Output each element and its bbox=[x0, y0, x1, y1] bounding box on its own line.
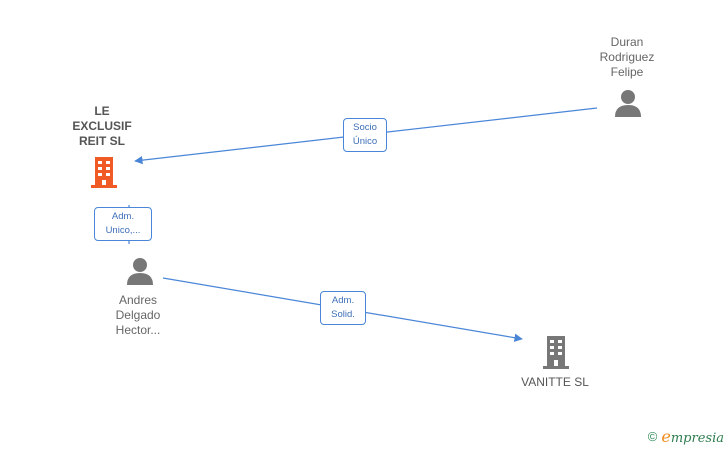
building-icon-le-exclusif[interactable] bbox=[88, 155, 120, 194]
brand-logo: empresia bbox=[661, 427, 724, 446]
company-label-vanitte: VANITTE SL bbox=[521, 375, 589, 389]
person-icon-andres[interactable] bbox=[125, 256, 155, 291]
relation-label-adm-unico[interactable]: Adm. Unico,... bbox=[94, 207, 152, 241]
person-label-andres: Andres Delgado Hector... bbox=[115, 293, 161, 337]
person-icon-duran[interactable] bbox=[613, 88, 643, 123]
building-icon-vanitte[interactable] bbox=[540, 334, 572, 375]
brand-footer: © empresia bbox=[648, 427, 724, 446]
company-label-le-exclusif: LE EXCLUSIF REIT SL bbox=[72, 104, 132, 148]
copyright-symbol: © bbox=[647, 429, 658, 444]
relation-label-adm-solid[interactable]: Adm. Solid. bbox=[320, 291, 366, 325]
person-label-duran: Duran Rodriguez Felipe bbox=[599, 35, 655, 79]
relation-label-socio-unico[interactable]: Socio Único bbox=[343, 118, 387, 152]
